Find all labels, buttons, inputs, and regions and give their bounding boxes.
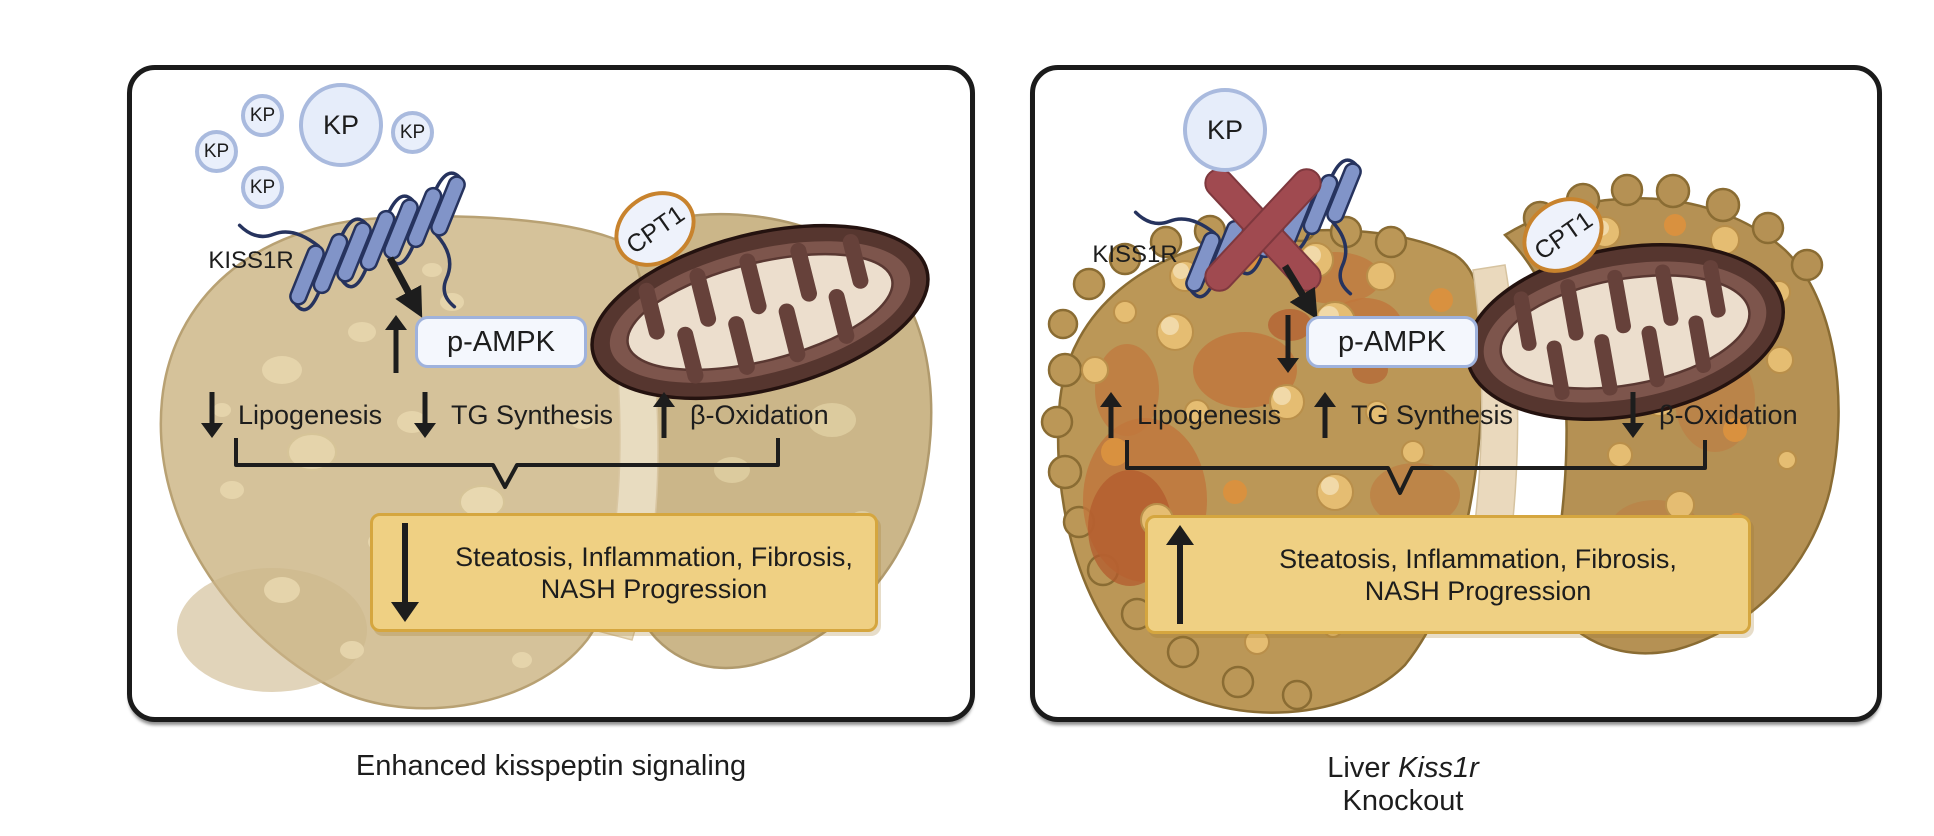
kp-label: KP xyxy=(399,121,426,143)
effect-beta-oxidation: β-Oxidation xyxy=(1621,392,1798,438)
kiss1r-label: KISS1R xyxy=(208,247,294,274)
p-ampk-label: p-AMPK xyxy=(1338,325,1446,358)
outcome-box: Steatosis, Inflammation, Fibrosis, NASH … xyxy=(370,513,878,632)
cpt1-badge: CPT1 xyxy=(614,191,696,267)
liver-main-lobe xyxy=(1040,209,1485,714)
effect-lipogenesis: Lipogenesis xyxy=(1099,392,1281,438)
kp-label: KP xyxy=(249,104,276,126)
effects-bracket xyxy=(234,438,780,489)
outcome-line2: NASH Progression xyxy=(540,573,768,604)
arrow-up-icon xyxy=(1164,525,1196,624)
outcome-line1: Steatosis, Inflammation, Fibrosis, xyxy=(455,541,853,572)
effect-label: TG Synthesis xyxy=(451,399,614,430)
outcome-line1: Steatosis, Inflammation, Fibrosis, xyxy=(1279,543,1677,574)
caption-line2: Knockout xyxy=(1342,785,1464,817)
kp-label: KP xyxy=(249,176,276,198)
kp-ligand-small: KP xyxy=(241,166,284,209)
signal-arrow xyxy=(1282,264,1318,320)
caption-kiss1r-knockout: Liver Kiss1r Knockout xyxy=(1153,752,1653,818)
caption-gene-name: Kiss1r xyxy=(1398,752,1479,784)
kp-label: KP xyxy=(322,109,360,140)
effect-tg-synthesis: TG Synthesis xyxy=(413,392,613,438)
effect-lipogenesis: Lipogenesis xyxy=(200,392,382,438)
outcome-line2: NASH Progression xyxy=(1364,575,1592,606)
effect-tg-synthesis: TG Synthesis xyxy=(1313,392,1513,438)
arrow-up-icon xyxy=(1313,392,1337,438)
kp-ligand-large: KP xyxy=(1183,88,1267,172)
knockout-cross-icon xyxy=(1204,168,1322,292)
effect-label: TG Synthesis xyxy=(1351,399,1514,430)
effect-beta-oxidation: β-Oxidation xyxy=(652,392,829,438)
caption-text: Liver xyxy=(1327,752,1391,784)
arrow-up-icon xyxy=(652,392,676,438)
arrow-down-icon xyxy=(1274,315,1302,373)
caption-line1: Liver Kiss1r xyxy=(1153,752,1653,785)
arrow-down-icon xyxy=(200,392,224,438)
effect-label: β-Oxidation xyxy=(1659,399,1798,430)
arrow-down-icon xyxy=(1621,392,1645,438)
caption-text: Enhanced kisspeptin signaling xyxy=(355,750,747,782)
outcome-box: Steatosis, Inflammation, Fibrosis, NASH … xyxy=(1145,515,1751,634)
kp-label: KP xyxy=(1206,114,1244,145)
arrow-up-icon xyxy=(382,315,410,373)
panel-kiss1r-knockout: CPT1 xyxy=(1030,65,1882,722)
kp-label: KP xyxy=(203,140,230,162)
kp-ligand-large: KP xyxy=(299,83,383,167)
arrow-down-icon xyxy=(389,523,421,622)
effect-label: Lipogenesis xyxy=(1137,399,1282,430)
arrow-up-icon xyxy=(1099,392,1123,438)
mitochondrion-illustration xyxy=(590,223,930,401)
kiss1r-label: KISS1R xyxy=(1092,241,1178,268)
mitochondrion-illustration xyxy=(1465,242,1785,422)
p-ampk-box: p-AMPK xyxy=(415,316,587,368)
effect-label: Lipogenesis xyxy=(238,399,383,430)
p-ampk-label: p-AMPK xyxy=(447,325,555,358)
kp-ligand-small: KP xyxy=(241,94,284,137)
p-ampk-box: p-AMPK xyxy=(1306,316,1478,368)
effect-label: β-Oxidation xyxy=(690,399,829,430)
signal-arrow xyxy=(386,256,423,318)
kp-ligand-small: KP xyxy=(195,130,238,173)
caption-enhanced-signaling: Enhanced kisspeptin signaling xyxy=(127,750,975,783)
kiss1r-receptor-illustration xyxy=(237,171,466,312)
cpt1-badge: CPT1 xyxy=(1522,197,1604,273)
arrow-down-icon xyxy=(413,392,437,438)
panel-enhanced-signaling: CPT1 xyxy=(127,65,975,722)
kp-ligand-small: KP xyxy=(391,111,434,154)
effects-bracket xyxy=(1125,440,1707,495)
